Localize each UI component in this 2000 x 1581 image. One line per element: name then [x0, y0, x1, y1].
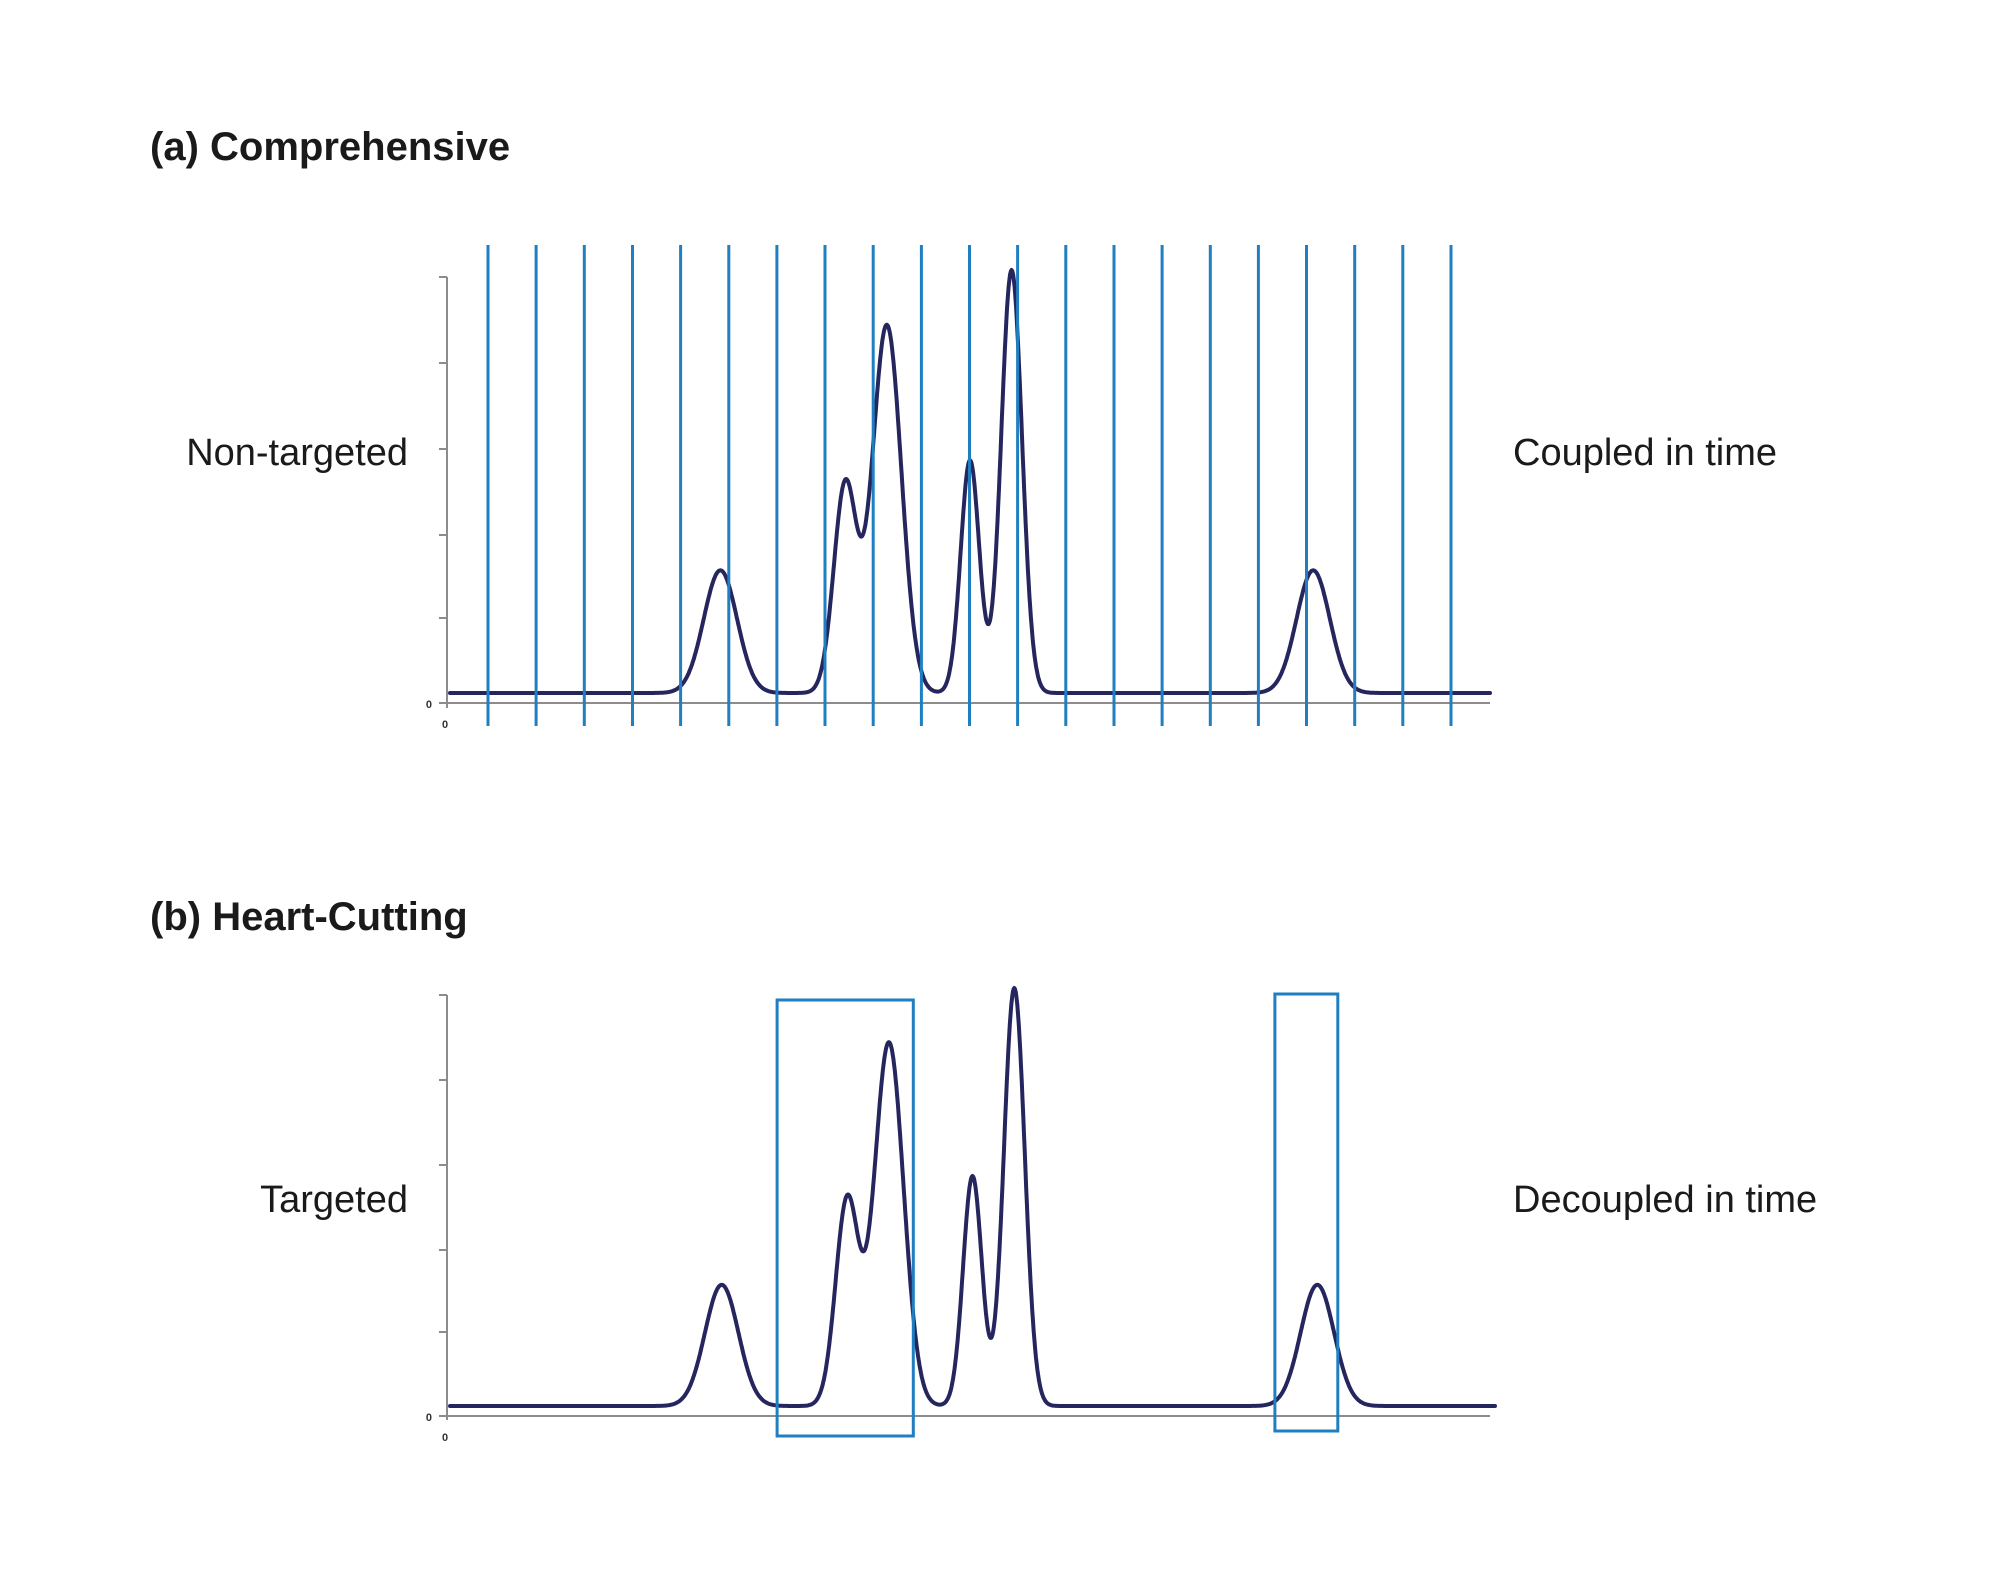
- panel-b: (b) Heart-Cutting Targeted Decoupled in …: [150, 895, 1817, 1444]
- panel-a-axes: 0 0: [426, 276, 1490, 731]
- panel-a-fraction-lines: [486, 245, 1453, 726]
- panel-b-heart-cut-windows: [775, 992, 1340, 1438]
- panel-a-y-zero-label: 0: [426, 699, 432, 711]
- panel-b-title: (b) Heart-Cutting: [150, 895, 468, 939]
- panel-a: (a) Comprehensive Non-targeted Coupled i…: [150, 125, 1777, 731]
- panel-b-left-label: Targeted: [260, 1179, 408, 1221]
- panel-b-axes: 0 0: [426, 994, 1490, 1444]
- heart-cut-window: [1273, 992, 1340, 1433]
- panel-b-chromatogram-trace: [448, 986, 1497, 1408]
- panel-b-y-zero-label: 0: [426, 1412, 432, 1424]
- panel-a-x-zero-label: 0: [442, 719, 448, 731]
- panel-a-left-label: Non-targeted: [186, 432, 408, 474]
- panel-a-right-label: Coupled in time: [1513, 432, 1777, 474]
- panel-a-title: (a) Comprehensive: [150, 125, 510, 169]
- panel-b-x-zero-label: 0: [442, 1432, 448, 1444]
- heart-cut-window: [775, 998, 915, 1438]
- panel-b-right-label: Decoupled in time: [1513, 1179, 1817, 1221]
